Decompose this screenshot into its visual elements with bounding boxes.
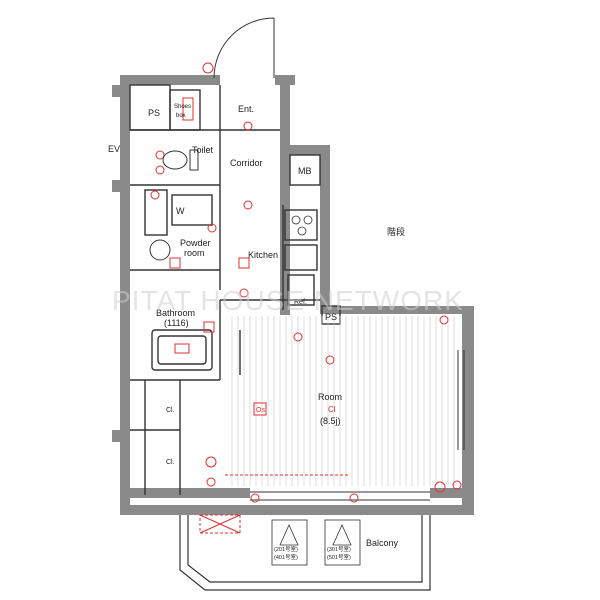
balcony-hatch bbox=[199, 514, 241, 534]
room-floor bbox=[231, 316, 455, 486]
stove-burners bbox=[291, 215, 313, 236]
toilet-label: Toilet bbox=[192, 145, 214, 155]
entrance-label: Ent. bbox=[238, 104, 254, 114]
powder-sink bbox=[149, 239, 171, 261]
electrical-symbols bbox=[150, 62, 462, 503]
toilet-bowl bbox=[162, 149, 199, 171]
ref-label: Ref. bbox=[294, 299, 307, 306]
entrance-door bbox=[213, 17, 275, 79]
closet-1-label: Cl. bbox=[166, 407, 175, 414]
room-cl-label: Cl bbox=[328, 405, 336, 414]
room-label: Room bbox=[318, 392, 342, 402]
interior-walls bbox=[129, 84, 341, 495]
os-label: Os bbox=[256, 407, 265, 414]
shoes-box-label-1: Shoes bbox=[174, 104, 191, 110]
bathroom-label: Bathroom bbox=[156, 308, 195, 318]
room-window bbox=[457, 350, 465, 450]
washer-label: W bbox=[176, 206, 185, 216]
corridor-label: Corridor bbox=[230, 158, 263, 168]
powder-room-label-1: Powder bbox=[180, 238, 211, 248]
bathroom-size-label: (1116) bbox=[164, 318, 189, 328]
room-size-label: (8.5j) bbox=[320, 416, 341, 426]
balcony-door bbox=[250, 491, 430, 501]
balcony-markers bbox=[271, 519, 361, 566]
ev-wall-marks bbox=[112, 85, 120, 442]
ps-top-label: PS bbox=[148, 108, 160, 118]
unit-note-1-line1: (201号室) bbox=[274, 545, 298, 553]
stairs-label: 階段 bbox=[387, 226, 405, 237]
balcony-outline bbox=[179, 515, 431, 591]
unit-note-2-line2: (501号室) bbox=[327, 553, 351, 561]
kitchen-label: Kitchen bbox=[248, 250, 278, 260]
outer-walls bbox=[120, 75, 474, 515]
ev-label: EV bbox=[108, 144, 120, 154]
powder-room-label-2: room bbox=[184, 248, 205, 258]
closet-2-label: Cl. bbox=[166, 459, 175, 466]
unit-note-2-line1: (301号室) bbox=[327, 545, 351, 553]
ps-kitchen-label: PS bbox=[325, 312, 337, 322]
watermark: PITAT HOUSE NETWORK bbox=[112, 285, 464, 316]
shoes-box-label-2: box bbox=[176, 113, 186, 119]
unit-note-1-line2: (401号室) bbox=[274, 553, 298, 561]
mb-label: MB bbox=[298, 166, 312, 176]
balcony-label: Balcony bbox=[366, 538, 399, 548]
